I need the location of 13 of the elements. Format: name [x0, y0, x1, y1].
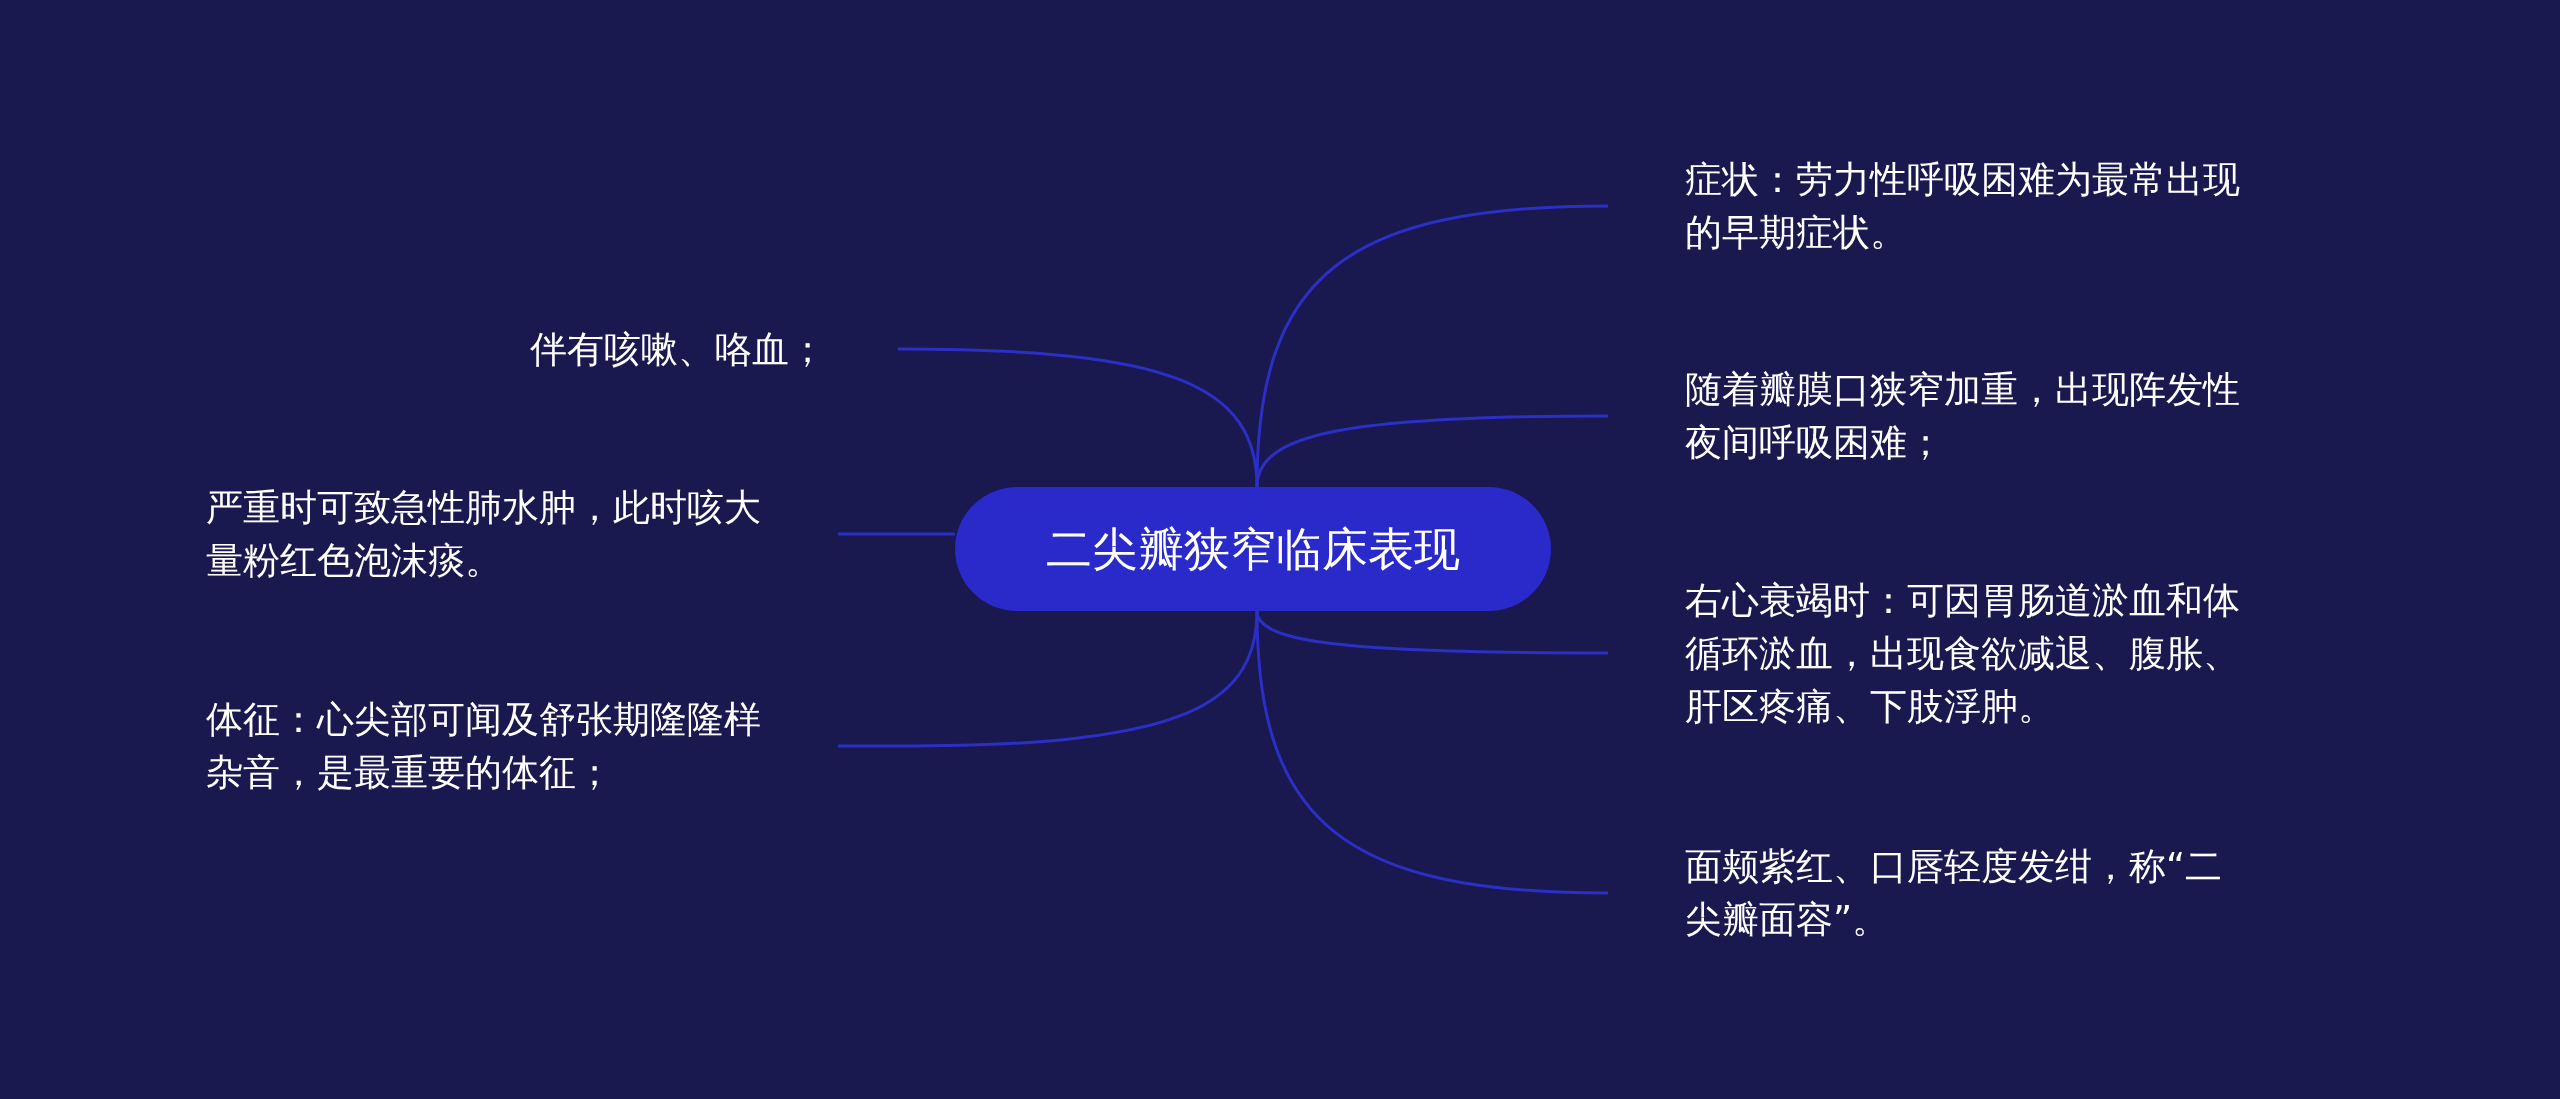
branch-connector: [1255, 414, 1608, 488]
branch-text: 体征：心尖部可闻及舒张期隆隆样杂音，是最重要的体征；: [206, 697, 762, 796]
branch-text: 面颊紫红、口唇轻度发绀，称“二尖瓣面容”。: [1685, 844, 2224, 943]
branch-text: 随着瓣膜口狭窄加重，出现阵发性夜间呼吸困难；: [1685, 367, 2241, 466]
branch-text: 右心衰竭时：可因胃肠道淤血和体循环淤血，出现食欲减退、腹胀、肝区疼痛、下肢浮肿。: [1685, 577, 2241, 730]
branch-connector: [838, 532, 955, 536]
branch-text: 伴有咳嗽、咯血；: [529, 326, 826, 373]
branch-connector: [1255, 610, 1609, 895]
branch-text: 严重时可致急性肺水肿，此时咳大量粉红色泡沫痰。: [206, 485, 762, 584]
branch-connector: [838, 610, 1259, 748]
branch-connector: [898, 347, 1259, 488]
topic-text: 二尖瓣狭窄临床表现: [1046, 520, 1460, 578]
branch-text: 症状：劳力性呼吸困难为最常出现的早期症状。: [1685, 157, 2241, 256]
